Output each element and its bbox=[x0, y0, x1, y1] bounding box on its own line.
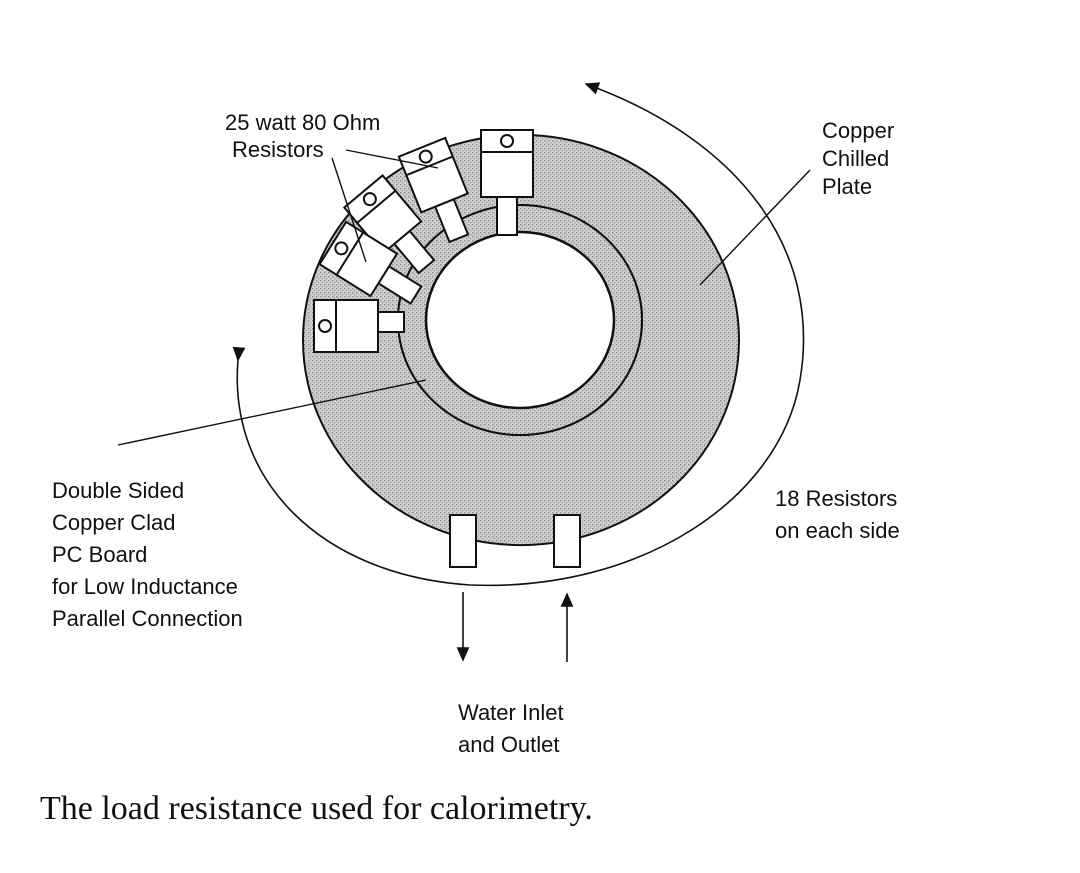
pc-board-inner-edge bbox=[424, 230, 616, 410]
resistors-leader-line bbox=[345, 149, 439, 169]
pc-board-label: Double Sided Copper Clad PC Board for Lo… bbox=[52, 478, 244, 631]
copper-plate-label: Copper Chilled Plate bbox=[822, 118, 900, 199]
resistor-spec-label: 25 watt 80 Ohm Resistors bbox=[225, 110, 386, 162]
pc-board-leader-line bbox=[117, 379, 427, 446]
figure-caption: The load resistance used for calorimetry… bbox=[40, 790, 593, 827]
resistors-leader-line bbox=[331, 157, 367, 263]
water-pipe-left bbox=[449, 514, 477, 568]
water-label: Water Inlet and Outlet bbox=[458, 700, 570, 757]
water-pipe-right bbox=[553, 514, 581, 568]
resistor-count-label: 18 Resistors on each side bbox=[775, 486, 903, 543]
rotation-arc-arrow bbox=[232, 82, 805, 587]
copper-plate-leader-line bbox=[699, 169, 811, 286]
